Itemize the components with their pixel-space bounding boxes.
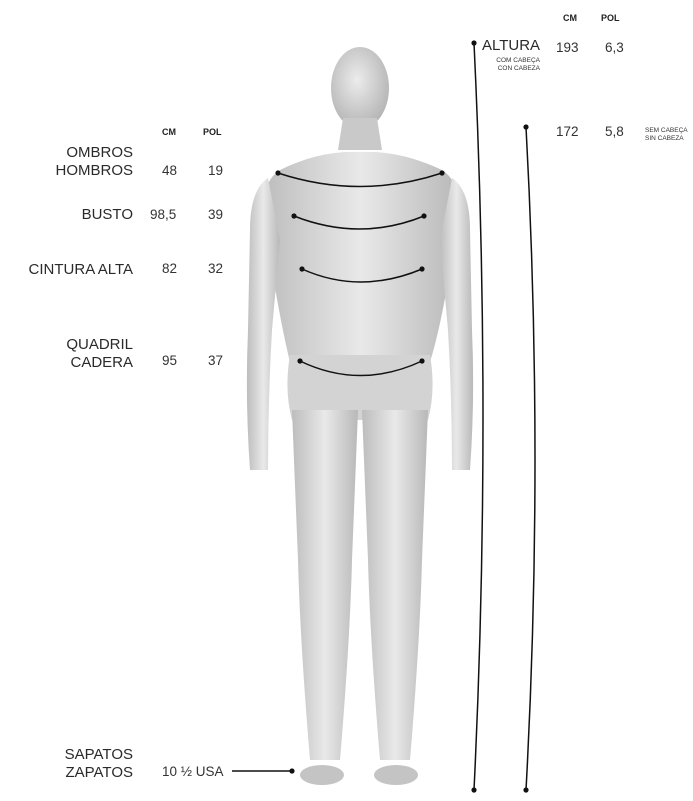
height-with-head-sublabel: COM CABEÇA CON CABEZA — [496, 57, 540, 73]
bust-cm: 98,5 — [150, 207, 176, 222]
shoes-label-es: ZAPATOS — [65, 764, 133, 782]
waist-cm: 82 — [162, 261, 177, 276]
shoulders-label-es: HOMBROS — [55, 162, 133, 180]
shoes-size: 10 ½ USA — [162, 764, 224, 779]
height-without-head-pol: 5,8 — [605, 124, 624, 139]
hip-label: QUADRIL CADERA — [66, 336, 133, 372]
mannequin-right-arm — [440, 178, 473, 470]
hip-label-pt: QUADRIL — [66, 336, 133, 354]
shoulders-cm: 48 — [162, 163, 177, 178]
mannequin-left-arm — [247, 178, 280, 470]
with-head-es: CON CABEZA — [496, 65, 540, 73]
mannequin-head — [331, 47, 389, 129]
with-head-pt: COM CABEÇA — [496, 57, 540, 65]
hip-cm: 95 — [162, 353, 177, 368]
shoes-label-pt: SAPATOS — [65, 746, 133, 764]
mannequin-neck — [338, 118, 382, 150]
height-with-head-pol: 6,3 — [605, 40, 624, 55]
shoulders-label-pt: OMBROS — [55, 144, 133, 162]
hip-label-es: CADERA — [66, 354, 133, 372]
mannequin-torso — [264, 152, 458, 362]
without-head-pt: SEM CABEÇA — [645, 127, 693, 135]
shoes-label: SAPATOS ZAPATOS — [65, 746, 133, 782]
without-head-es: SIN CABEZA — [645, 135, 693, 143]
shoulders-pol: 19 — [208, 163, 223, 178]
bust-label: BUSTO — [82, 206, 133, 224]
waist-pol: 32 — [208, 261, 223, 276]
height-table-header-cm: CM — [563, 13, 577, 23]
mannequin-left-leg — [292, 410, 358, 760]
height-without-head-sublabel: SEM CABEÇA SIN CABEZA — [645, 127, 693, 143]
waist-label: CINTURA ALTA — [29, 261, 133, 279]
height-table-header-pol: POL — [601, 13, 620, 23]
left-table-header-cm: CM — [162, 127, 176, 137]
height-with-head-cm: 193 — [556, 40, 579, 55]
left-table-header-pol: POL — [203, 127, 222, 137]
hip-pol: 37 — [208, 353, 223, 368]
height-with-head-line — [474, 43, 483, 790]
mannequin-left-foot — [300, 765, 344, 785]
mannequin-right-leg — [362, 410, 428, 760]
height-label: ALTURA — [482, 37, 540, 54]
height-without-head-cm: 172 — [556, 124, 579, 139]
mannequin-right-foot — [374, 765, 418, 785]
bust-pol: 39 — [208, 207, 223, 222]
shoulders-label: OMBROS HOMBROS — [55, 144, 133, 180]
height-without-head-line — [526, 127, 535, 790]
